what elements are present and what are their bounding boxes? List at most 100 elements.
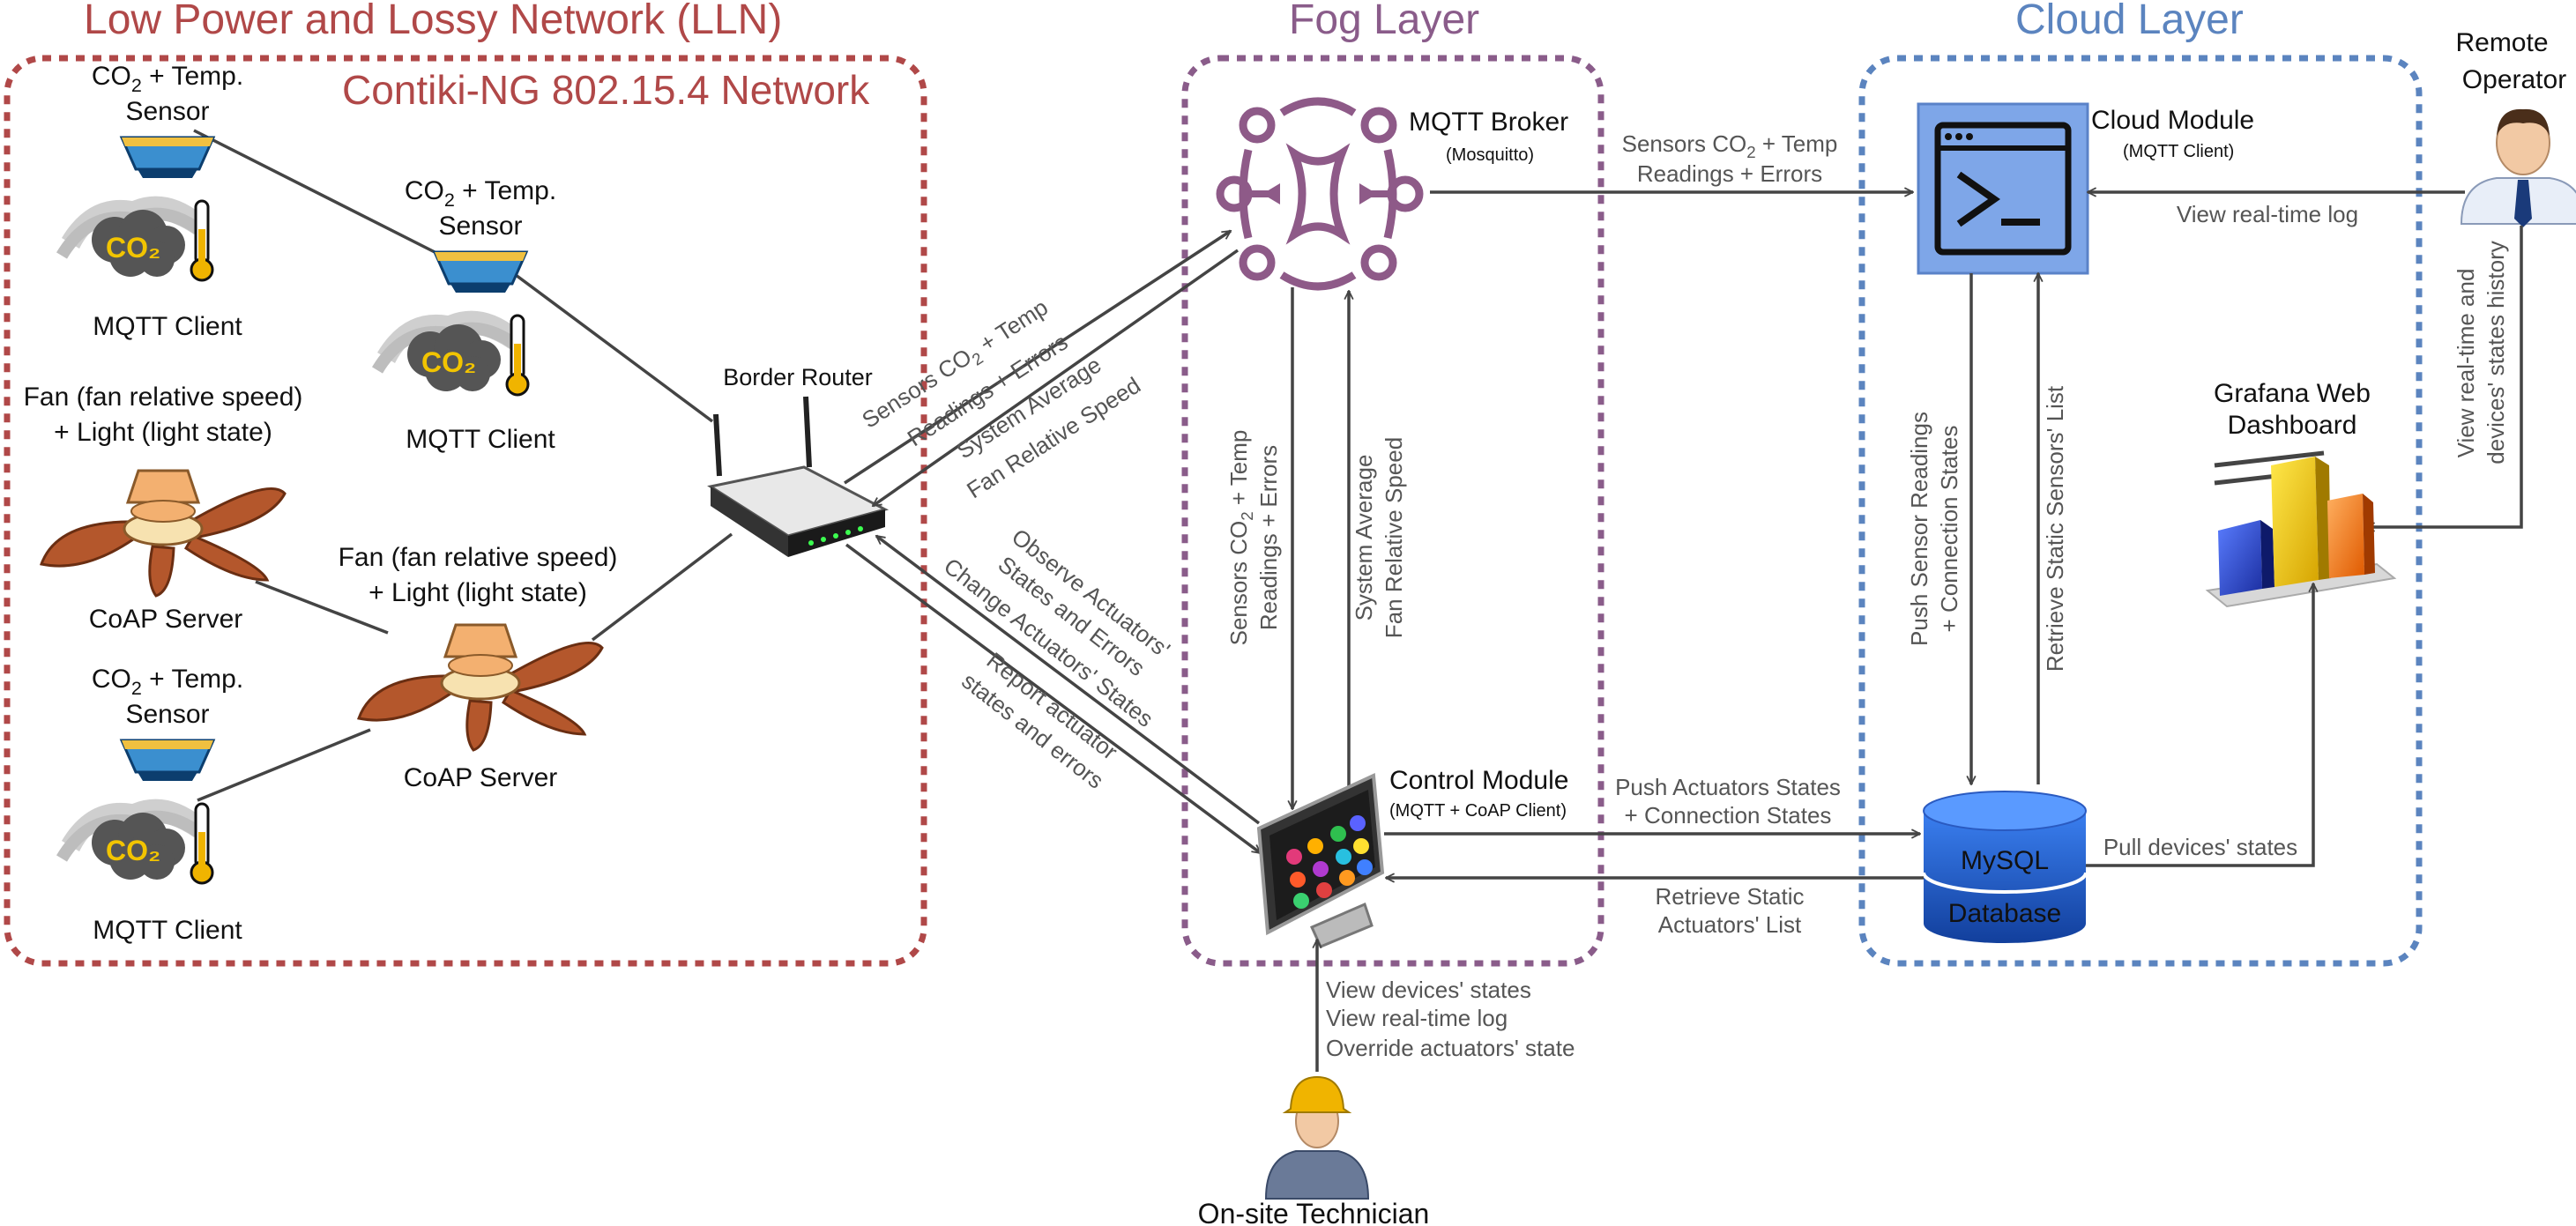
border-router: Border Router: [707, 364, 890, 557]
mqtt-broker-label: MQTT Broker: [1409, 108, 1568, 137]
co2-sensor-icon: CO₂: [56, 799, 214, 885]
control-module-sublabel: (MQTT + CoAP Client): [1389, 801, 1567, 821]
fan-1: Fan (fan relative speed) + Light (light …: [24, 383, 303, 634]
sensor-3: CO2 + Temp. Sensor CO₂ MQTT Client: [56, 665, 243, 945]
bar-chart-icon: [2205, 450, 2397, 608]
edge-label-technician-3: Override actuators' state: [1326, 1035, 1575, 1061]
technician-label: On-site Technician: [1198, 1198, 1430, 1226]
edge-label-remote-log: View real-time log: [2177, 201, 2358, 227]
remote-operator-label: Remote: [2455, 28, 2548, 57]
edge-label-cloud-retrieve: Retrieve Static Sensors' List: [2042, 385, 2068, 672]
grafana-dashboard: Grafana Web Dashboard: [2205, 379, 2397, 608]
edge-label-cloud-push-1: Push Sensor Readings: [1906, 412, 1932, 646]
fan-2-title: Fan (fan relative speed): [339, 543, 618, 572]
edge-db-to-grafana: [2086, 583, 2313, 867]
fan-1-title-2: + Light (light state): [54, 418, 272, 447]
sensor-1-role: MQTT Client: [93, 312, 242, 341]
co2-icon-text: CO₂: [106, 232, 160, 264]
mqtt-broker: MQTT Broker (Mosquitto): [1216, 97, 1568, 291]
control-module: Control Module (MQTT + CoAP Client): [1256, 766, 1568, 948]
link-fan1-fan2: [255, 580, 389, 635]
ceiling-fan-icon: [40, 469, 287, 598]
terminal-icon: [1934, 122, 2072, 256]
lln-title: Low Power and Lossy Network (LLN): [84, 0, 782, 43]
router-icon: [707, 396, 890, 557]
fan-2-role: CoAP Server: [404, 763, 558, 792]
fog-box: [1181, 55, 1604, 967]
link-sensor2-router: [514, 273, 714, 423]
sensor-2-role: MQTT Client: [406, 425, 555, 454]
edge-label-broker-to-control: Sensors CO2 + Temp: [1225, 430, 1256, 646]
contiki-title: Contiki-NG 802.15.4 Network: [342, 67, 870, 113]
edge-broker-to-router: [873, 249, 1240, 508]
mysql-database: MySQL Database: [1922, 791, 2088, 943]
cloud-module-box: [1917, 102, 2089, 275]
fan-1-title: Fan (fan relative speed): [24, 383, 303, 412]
mqtt-broker-icon: [1216, 97, 1424, 291]
edge-label-pull-states: Pull devices' states: [2103, 834, 2297, 860]
cloud-title: Cloud Layer: [2015, 0, 2244, 43]
grafana-label-2: Dashboard: [2228, 411, 2357, 440]
remote-operator: Remote Operator: [2455, 28, 2576, 227]
cloud-module-label: Cloud Module: [2091, 106, 2254, 135]
link-fan2-router: [591, 532, 733, 642]
co2-sensor-icon: CO₂: [56, 196, 214, 282]
ceiling-fan-icon: [357, 623, 604, 752]
fan-2-title-2: + Light (light state): [369, 578, 587, 607]
fan-1-role: CoAP Server: [89, 605, 243, 634]
edge-router-to-broker: [844, 229, 1231, 485]
sensor-3-title: CO2 + Temp.: [92, 665, 243, 699]
edge-label-broker-to-cloud-2: Readings + Errors: [1637, 160, 1822, 187]
co2-icon-text: CO₂: [421, 346, 476, 378]
technician-person-icon: [1264, 1075, 1370, 1200]
mqtt-broker-sublabel: (Mosquitto): [1446, 145, 1534, 165]
grafana-label: Grafana Web: [2214, 379, 2371, 408]
sensor-2-title: CO2 + Temp.: [405, 176, 556, 211]
edge-remote-to-grafana: [2366, 226, 2523, 527]
technician: On-site Technician: [1198, 1075, 1430, 1226]
lln-box: [4, 55, 927, 967]
remote-operator-label-2: Operator: [2462, 65, 2566, 94]
sensor-1-device-icon: [119, 136, 216, 178]
edge-label-control-to-broker-2: Fan Relative Speed: [1381, 437, 1407, 638]
fog-layer: Fog Layer: [1181, 0, 1604, 967]
co2-sensor-icon: CO₂: [371, 310, 530, 397]
monitor-icon: [1256, 772, 1385, 948]
cloud-layer: Cloud Layer: [1858, 0, 2423, 967]
edge-label-broker-to-control-2: Readings + Errors: [1255, 445, 1282, 630]
edge-label-control-push-1: Push Actuators States: [1615, 774, 1841, 800]
sensor-2-title-2: Sensor: [438, 212, 522, 241]
operator-person-icon: [2460, 108, 2576, 227]
cloud-module-sublabel: (MQTT Client): [2123, 142, 2234, 161]
sensor-1: CO2 + Temp. Sensor CO₂ MQTT Client: [56, 62, 243, 341]
edge-label-control-push-2: + Connection States: [1625, 802, 1832, 828]
sensor-1-title: CO2 + Temp.: [92, 62, 243, 96]
fan-2: Fan (fan relative speed) + Light (light …: [339, 543, 618, 792]
border-router-label: Border Router: [723, 364, 873, 390]
edge-label-cloud-push-2: + Connection States: [1936, 426, 1962, 633]
control-module-label: Control Module: [1389, 766, 1568, 795]
fog-title: Fog Layer: [1289, 0, 1479, 43]
cloud-box: [1858, 55, 2423, 967]
edge-label-technician-2: View real-time log: [1326, 1005, 1508, 1031]
database-icon: [1924, 811, 2086, 943]
edge-router-to-control: [845, 543, 1261, 855]
co2-icon-text: CO₂: [106, 835, 160, 866]
edge-control-to-router: [876, 534, 1261, 825]
edge-label-remote-history-2: devices' states history: [2483, 241, 2509, 464]
sensor-3-role: MQTT Client: [93, 916, 242, 945]
edge-label-control-to-broker-1: System Average: [1351, 455, 1377, 621]
sensor-2: CO2 + Temp. Sensor CO₂ MQTT Client: [371, 176, 556, 454]
cloud-module: Cloud Module (MQTT Client): [1917, 102, 2254, 275]
edge-label-broker-to-cloud: Sensors CO2 + Temp: [1622, 130, 1838, 161]
sensor-3-title-2: Sensor: [125, 700, 209, 729]
link-sensor3-fan2: [197, 728, 371, 802]
edge-label-control-retrieve-1: Retrieve Static: [1655, 883, 1804, 910]
edge-label-technician-1: View devices' states: [1326, 977, 1531, 1003]
sensor-3-device-icon: [119, 739, 216, 781]
database-label: MySQL: [1961, 846, 2049, 875]
edge-label-remote-history-1: View real-time and: [2453, 269, 2479, 458]
lln-layer: Low Power and Lossy Network (LLN) Contik…: [4, 0, 927, 967]
edge-label-control-retrieve-2: Actuators' List: [1658, 911, 1802, 938]
